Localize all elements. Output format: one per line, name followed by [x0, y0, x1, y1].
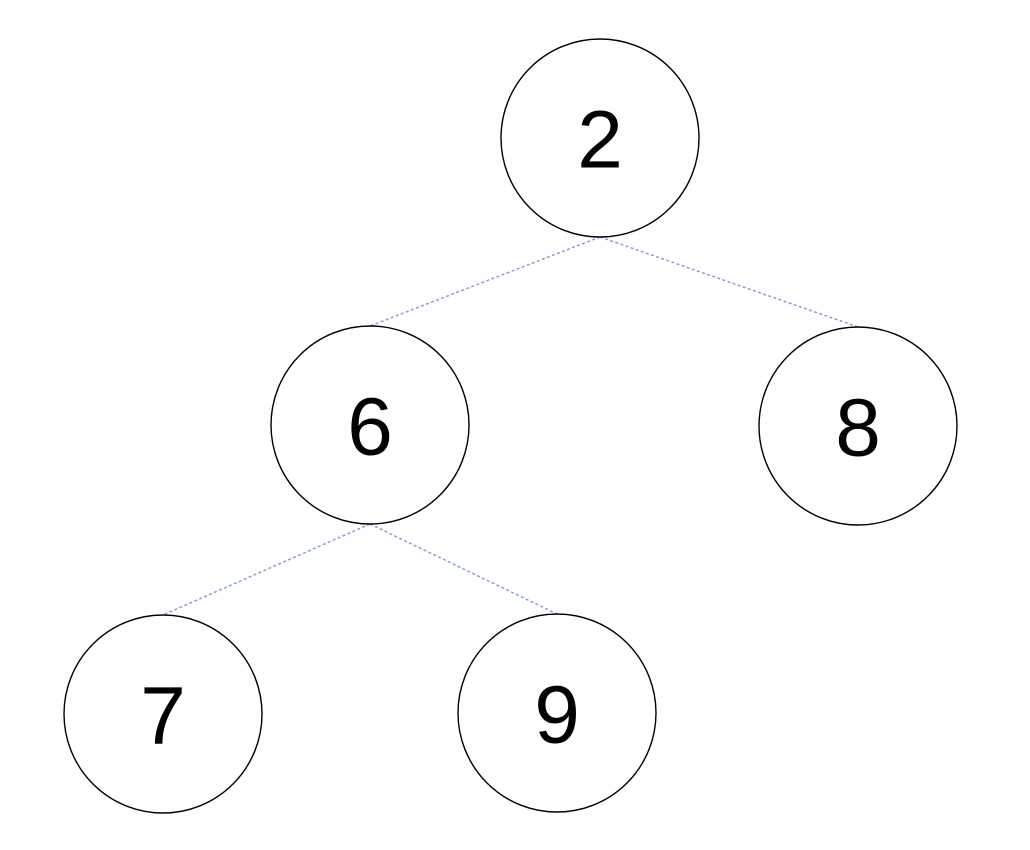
tree-edge-2-8	[599, 236, 859, 328]
node-circle-6	[270, 325, 470, 525]
node-circle-8	[758, 326, 958, 526]
node-label-7: 7	[140, 671, 186, 762]
node-circle-7	[63, 614, 263, 814]
node-label-6: 6	[347, 382, 393, 473]
tree-node-8: 8	[758, 326, 958, 526]
tree-node-7: 7	[63, 614, 263, 814]
tree-edge-6-7	[162, 523, 371, 616]
tree-node-2: 2	[500, 38, 700, 238]
node-label-2: 2	[577, 95, 623, 186]
tree-node-9: 9	[457, 613, 657, 813]
node-label-8: 8	[835, 383, 881, 474]
node-circle-2	[500, 38, 700, 238]
tree-edge-2-6	[369, 236, 601, 327]
tree-edge-6-9	[369, 523, 558, 615]
node-label-9: 9	[534, 670, 580, 761]
tree-node-6: 6	[270, 325, 470, 525]
node-circle-9	[457, 613, 657, 813]
